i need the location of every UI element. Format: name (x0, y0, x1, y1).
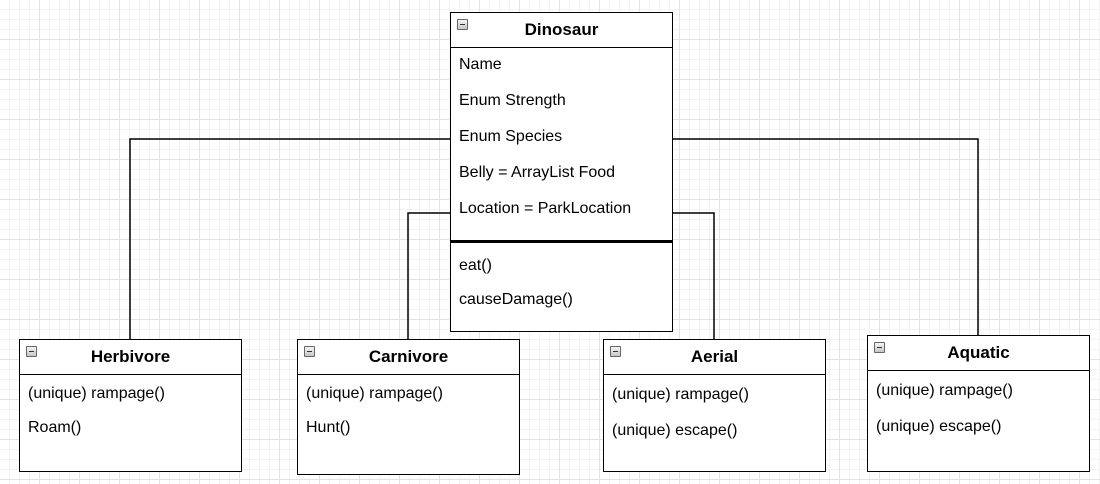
attribute-row: Location = ParkLocation (459, 200, 632, 217)
members-section: (unique) rampage() Roam() (20, 375, 241, 445)
class-aquatic[interactable]: Aquatic (unique) rampage() (unique) esca… (867, 335, 1090, 472)
class-header: Carnivore (298, 340, 519, 375)
connector-herbivore (129, 138, 450, 340)
method-row: causeDamage() (459, 291, 573, 308)
class-header: Herbivore (20, 340, 241, 375)
class-title: Aquatic (947, 343, 1010, 362)
member-row: (unique) escape() (612, 422, 738, 439)
collapse-icon[interactable] (457, 19, 468, 30)
class-dinosaur[interactable]: Dinosaur Name Enum Strength Enum Species… (450, 12, 673, 332)
attribute-row: Belly = ArrayList Food (459, 164, 616, 181)
attribute-row: Name (459, 56, 502, 73)
class-carnivore[interactable]: Carnivore (unique) rampage() Hunt() (297, 339, 520, 475)
members-section: (unique) rampage() (unique) escape() (604, 375, 825, 449)
connector-carnivore (407, 212, 450, 340)
class-header: Aerial (604, 340, 825, 375)
collapse-icon[interactable] (26, 346, 37, 357)
collapse-icon[interactable] (304, 346, 315, 357)
class-title: Herbivore (90, 347, 171, 366)
collapse-icon[interactable] (610, 346, 621, 357)
class-herbivore[interactable]: Herbivore (unique) rampage() Roam() (19, 339, 242, 472)
class-title: Aerial (690, 347, 739, 366)
class-header: Dinosaur (451, 13, 672, 48)
attributes-section: Name Enum Strength Enum Species Belly = … (451, 48, 672, 230)
attribute-row: Enum Strength (459, 92, 566, 109)
class-aerial[interactable]: Aerial (unique) rampage() (unique) escap… (603, 339, 826, 472)
connector-aerial (672, 212, 715, 340)
methods-section: eat() causeDamage() (451, 243, 672, 319)
class-title: Carnivore (368, 347, 449, 366)
members-section: (unique) rampage() Hunt() (298, 375, 519, 445)
member-row: (unique) rampage() (306, 385, 443, 402)
class-header: Aquatic (868, 336, 1089, 371)
member-row: (unique) escape() (876, 418, 1002, 435)
member-row: Hunt() (306, 419, 351, 436)
member-row: Roam() (28, 419, 82, 436)
member-row: (unique) rampage() (28, 385, 165, 402)
attribute-row: Enum Species (459, 128, 563, 145)
class-title: Dinosaur (524, 20, 599, 39)
member-row: (unique) rampage() (612, 386, 749, 403)
section-divider (451, 240, 672, 243)
collapse-icon[interactable] (874, 342, 885, 353)
members-section: (unique) rampage() (unique) escape() (868, 371, 1089, 445)
method-row: eat() (459, 257, 492, 274)
connector-aquatic (672, 138, 979, 336)
member-row: (unique) rampage() (876, 382, 1013, 399)
